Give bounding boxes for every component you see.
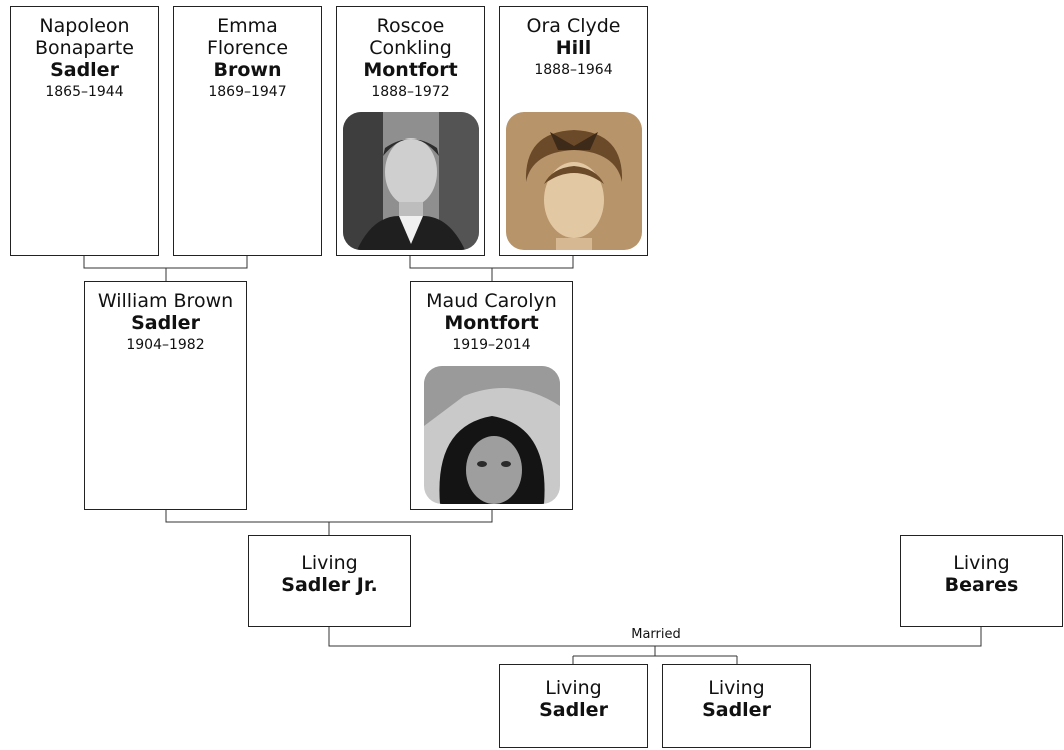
given-name: Maud Carolyn bbox=[426, 290, 557, 312]
given-name: Living bbox=[301, 552, 358, 574]
given-name: Roscoe Conkling bbox=[369, 15, 452, 59]
portrait-photo[interactable] bbox=[343, 112, 479, 250]
person-card-living-sadler-jr[interactable]: Living Sadler Jr. bbox=[248, 535, 411, 627]
person-card-living-beares[interactable]: Living Beares bbox=[900, 535, 1063, 627]
person-card-emma-brown[interactable]: Emma Florence Brown 1869–1947 bbox=[173, 6, 322, 256]
person-card-ora-hill[interactable]: Ora Clyde Hill 1888–1964 bbox=[499, 6, 648, 256]
surname: Hill bbox=[555, 37, 592, 59]
given-name: William Brown bbox=[97, 290, 234, 312]
surname: Montfort bbox=[444, 312, 539, 334]
life-dates: 1904–1982 bbox=[126, 337, 205, 353]
surname: Montfort bbox=[363, 59, 458, 81]
person-card-child-1[interactable]: Living Sadler bbox=[499, 664, 648, 748]
surname: Sadler bbox=[131, 312, 200, 334]
surname: Sadler bbox=[702, 699, 771, 721]
given-name: Living bbox=[953, 552, 1010, 574]
given-name: Napoleon Bonaparte bbox=[35, 15, 134, 59]
life-dates: 1888–1964 bbox=[534, 62, 613, 78]
surname: Sadler Jr. bbox=[281, 574, 378, 596]
life-dates: 1869–1947 bbox=[208, 84, 287, 100]
person-card-napoleon-sadler[interactable]: Napoleon Bonaparte Sadler 1865–1944 bbox=[10, 6, 159, 256]
life-dates: 1865–1944 bbox=[45, 84, 124, 100]
given-name: Emma Florence bbox=[206, 15, 289, 59]
life-dates: 1888–1972 bbox=[371, 84, 450, 100]
portrait-photo[interactable] bbox=[424, 366, 560, 504]
married-label: Married bbox=[631, 627, 681, 642]
given-name: Living bbox=[545, 677, 602, 699]
person-card-maud-montfort[interactable]: Maud Carolyn Montfort 1919–2014 bbox=[410, 281, 573, 510]
life-dates: 1919–2014 bbox=[452, 337, 531, 353]
surname: Brown bbox=[213, 59, 282, 81]
given-name: Living bbox=[708, 677, 765, 699]
portrait-photo[interactable] bbox=[506, 112, 642, 250]
person-card-william-sadler[interactable]: William Brown Sadler 1904–1982 bbox=[84, 281, 247, 510]
given-name: Ora Clyde bbox=[526, 15, 621, 37]
person-card-roscoe-montfort[interactable]: Roscoe Conkling Montfort 1888–1972 bbox=[336, 6, 485, 256]
surname: Beares bbox=[944, 574, 1019, 596]
surname: Sadler bbox=[50, 59, 119, 81]
person-card-child-2[interactable]: Living Sadler bbox=[662, 664, 811, 748]
surname: Sadler bbox=[539, 699, 608, 721]
